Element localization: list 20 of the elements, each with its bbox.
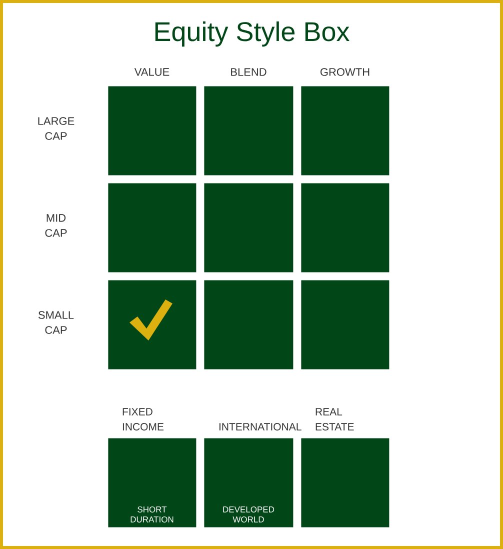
category-heading: FIXED INCOME bbox=[122, 408, 164, 430]
style-box bbox=[204, 183, 294, 272]
box-label: DEVELOPED WORLD bbox=[223, 506, 274, 522]
style-box bbox=[204, 280, 294, 370]
category-heading: REAL ESTATE bbox=[316, 408, 354, 430]
row-heading: MID CAP bbox=[45, 214, 67, 237]
column-heading: VALUE bbox=[134, 68, 170, 76]
style-box bbox=[301, 183, 390, 272]
category-heading: INTERNATIONAL bbox=[219, 423, 302, 430]
style-box bbox=[204, 86, 294, 176]
style-box bbox=[301, 280, 390, 370]
row-heading: SMALL CAP bbox=[38, 311, 74, 334]
column-heading: BLEND bbox=[231, 68, 266, 76]
style-box bbox=[108, 183, 196, 272]
column-heading: GROWTH bbox=[320, 68, 370, 76]
row-heading: LARGE CAP bbox=[38, 117, 74, 140]
title: Equity Style Box bbox=[155, 21, 350, 47]
style-box bbox=[301, 86, 390, 176]
style-box bbox=[108, 86, 196, 176]
box-label: SHORT DURATION bbox=[130, 506, 174, 522]
